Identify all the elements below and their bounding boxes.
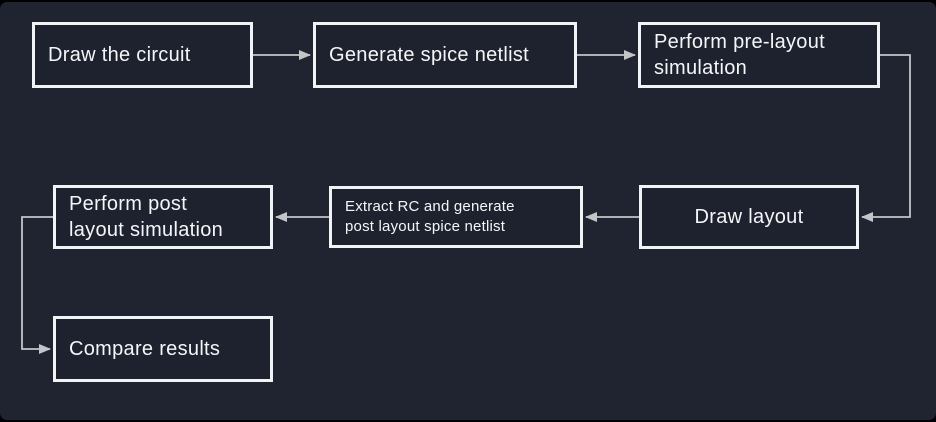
node-extract-rc-label: Extract RC and generate post layout spic… <box>345 198 515 235</box>
node-compare-results-label: Compare results <box>69 338 221 360</box>
node-post-layout-sim: Perform post layout simulation <box>53 185 273 249</box>
node-draw-layout: Draw layout <box>639 185 859 249</box>
node-pre-layout-sim: Perform pre-layout simulation <box>638 22 880 88</box>
node-draw-circuit-label: Draw the circuit <box>48 44 191 66</box>
node-generate-netlist: Generate spice netlist <box>313 22 577 88</box>
node-post-layout-sim-label: Perform post layout simulation <box>69 193 224 241</box>
node-draw-circuit: Draw the circuit <box>32 22 253 88</box>
node-extract-rc: Extract RC and generate post layout spic… <box>329 186 583 248</box>
edge-post-layout-sim-to-compare-results <box>21 216 53 354</box>
node-compare-results: Compare results <box>53 316 273 382</box>
node-generate-netlist-label: Generate spice netlist <box>329 44 530 66</box>
node-pre-layout-sim-label: Perform pre-layout simulation <box>654 31 826 79</box>
node-draw-layout-label: Draw layout <box>694 206 804 228</box>
